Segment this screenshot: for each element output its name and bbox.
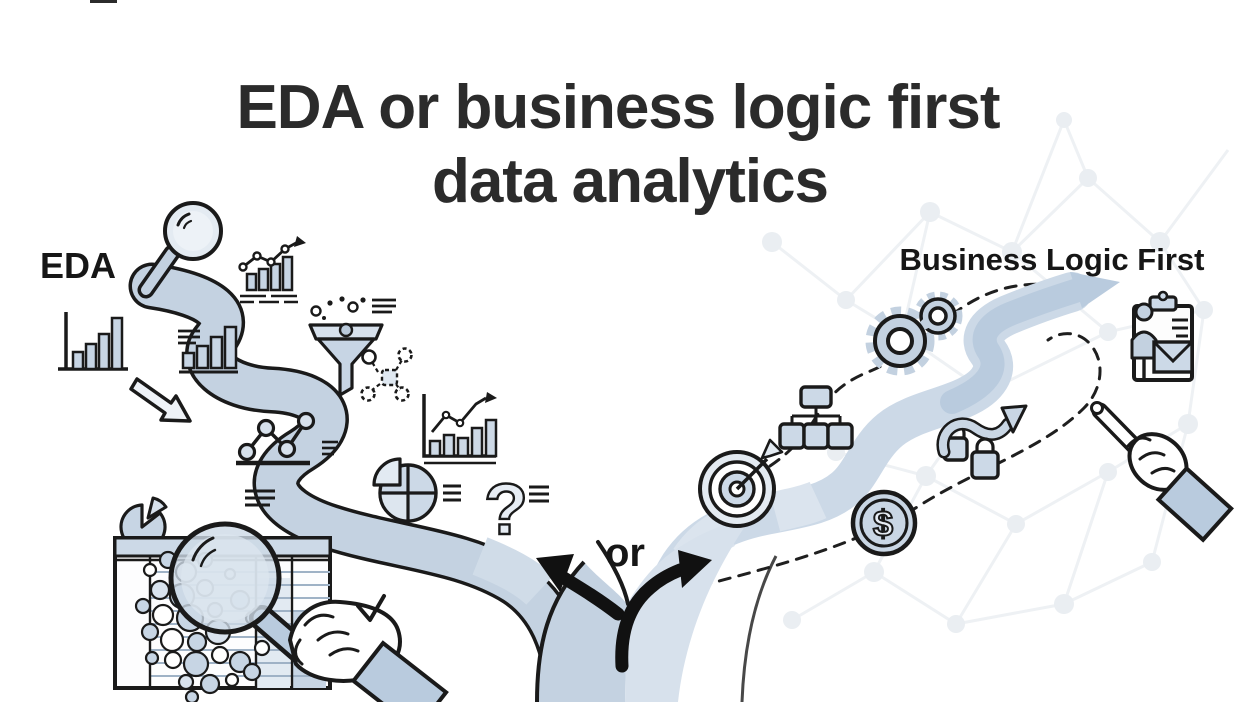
title-line-2: data analytics [432, 147, 828, 216]
road-arrowhead [1070, 272, 1120, 308]
magnifier-icon [137, 201, 223, 299]
top-edge-mark [90, 0, 117, 3]
shuffle-locks-icon [936, 404, 1028, 480]
road-arrow-curve [940, 279, 1087, 414]
bar-chart-icon [58, 312, 128, 371]
node-link-icon [360, 347, 413, 402]
fork-arrow-left-head [536, 554, 574, 592]
question-mark-icon: ? [484, 470, 528, 550]
dollar-glyph: $ [873, 503, 893, 544]
dot-line-chart-icon [236, 411, 338, 466]
dollar-coin-icon: $ [850, 489, 918, 557]
pie-chart-icon [372, 457, 438, 523]
fork-arrow-right-head [678, 550, 712, 588]
block-arrow-icon [129, 377, 192, 423]
notes-lines-icon [443, 484, 461, 502]
target-dart-icon [698, 438, 784, 528]
fork-arrow-right [615, 563, 687, 673]
org-chart-icon [778, 385, 854, 450]
fork-arrows [536, 550, 712, 673]
gears-icon [865, 291, 963, 376]
bar-trend-chart-icon [422, 392, 498, 465]
magnifier-hand-icon [168, 521, 449, 702]
notes-lines-icon [245, 489, 275, 507]
eda-path-label: EDA [40, 245, 116, 286]
notes-lines-icon [529, 485, 549, 503]
bar-chart-notes-icon [178, 325, 238, 374]
trend-arrow-chart-icon [238, 236, 306, 304]
pointing-hand-icon [1090, 401, 1234, 543]
fork-arrow-left [557, 571, 625, 621]
fork-or-label: or [605, 531, 645, 575]
funnel-icon [308, 296, 396, 397]
report-clipboard-icon [1130, 290, 1194, 382]
title-line-1: EDA or business logic first [236, 73, 999, 142]
business-logic-first-label: Business Logic First [900, 242, 1205, 277]
